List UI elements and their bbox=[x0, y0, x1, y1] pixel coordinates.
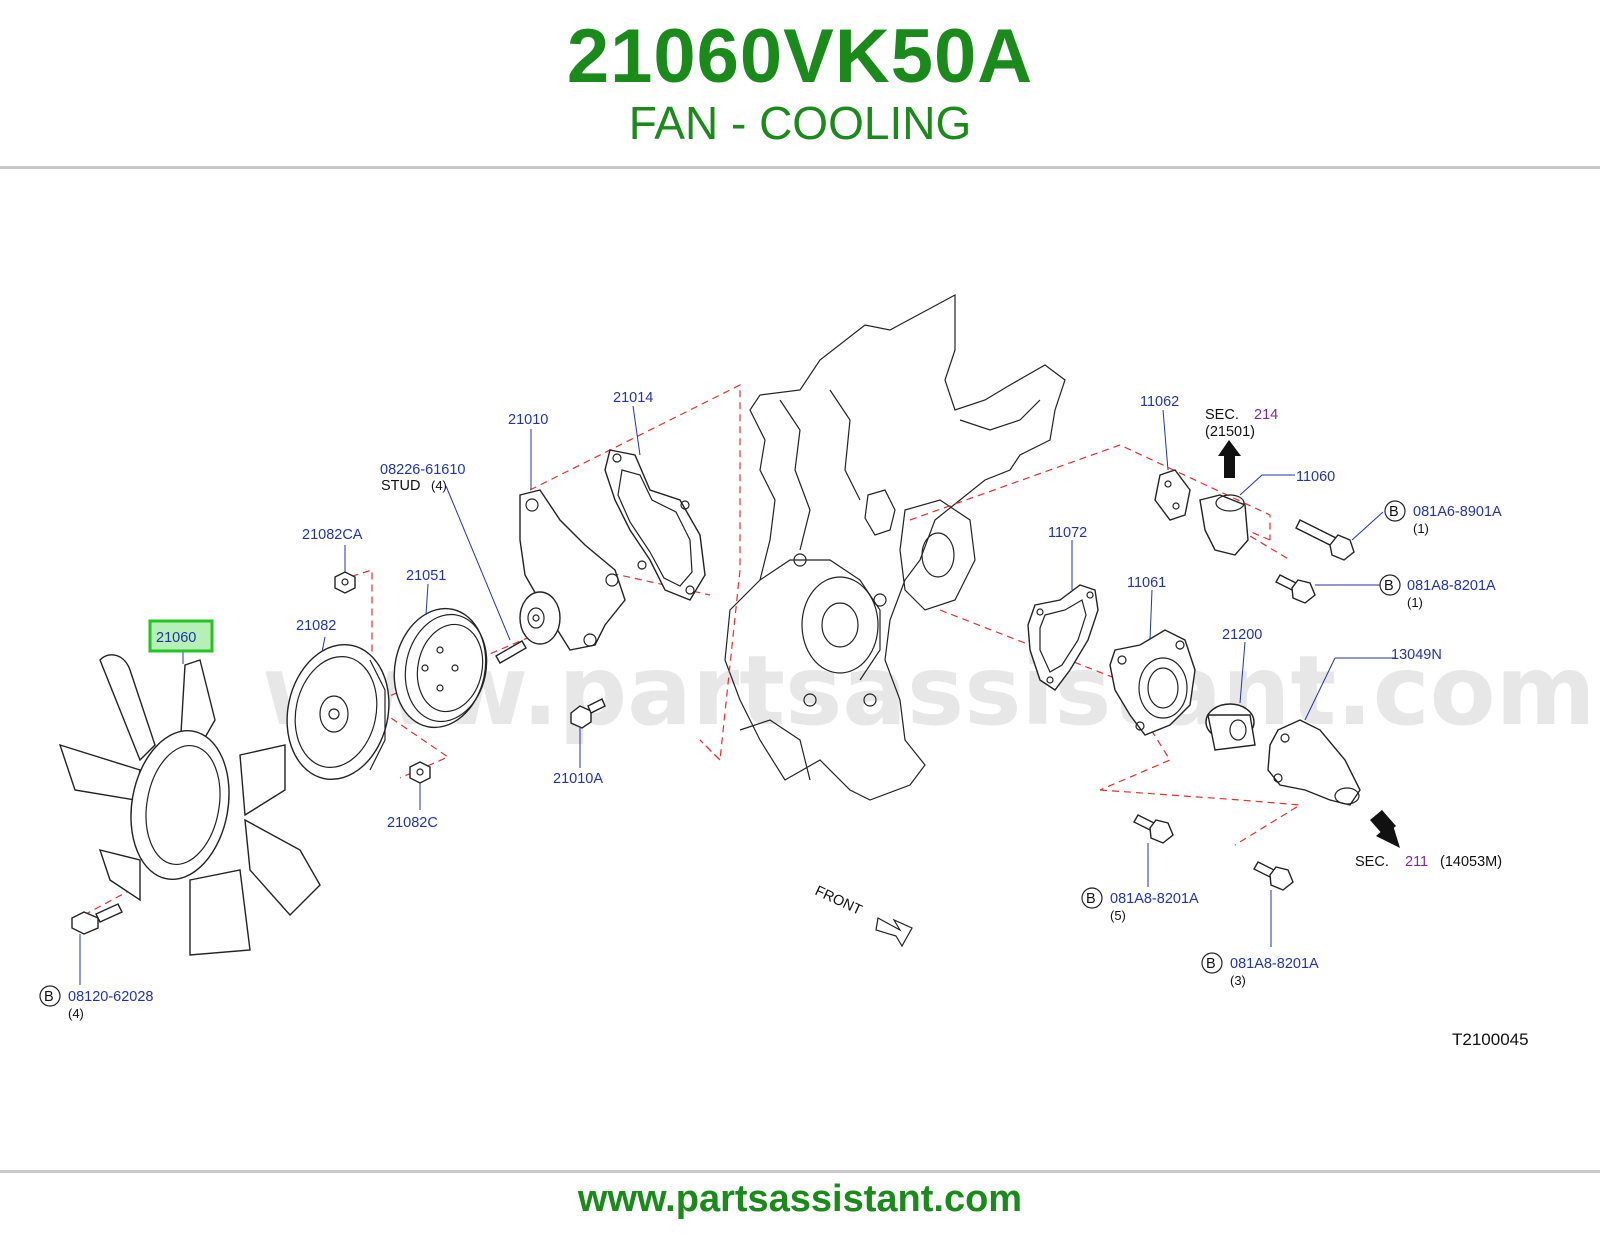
label-11072[interactable]: 11072 bbox=[1048, 525, 1087, 541]
label-21082CA[interactable]: 21082CA bbox=[302, 527, 363, 543]
water-pump-gasket bbox=[604, 449, 706, 601]
label-11060[interactable]: 11060 bbox=[1296, 469, 1335, 485]
bolt-b-circle-icon bbox=[39, 985, 61, 1007]
bolt-qty: (3) bbox=[1230, 973, 1246, 988]
bolt-qty: (5) bbox=[1110, 908, 1126, 923]
label-21200[interactable]: 21200 bbox=[1222, 627, 1262, 643]
label-21082C[interactable]: 21082C bbox=[387, 815, 438, 831]
front-label: FRONT bbox=[812, 883, 864, 919]
label-13049N[interactable]: 13049N bbox=[1391, 647, 1442, 663]
bolt-code[interactable]: 081A6-8901A bbox=[1413, 504, 1502, 520]
coupling-nut-top bbox=[334, 571, 356, 594]
bolt-letter: B bbox=[44, 989, 54, 1005]
label-sec-211-sub: (14053M) bbox=[1440, 854, 1502, 870]
bolt-b-circle-icon bbox=[1201, 952, 1223, 974]
thermostat-housing-gasket bbox=[1027, 584, 1099, 691]
stud bbox=[495, 640, 527, 664]
pump-bolt bbox=[570, 698, 606, 729]
bolt-qty: (1) bbox=[1413, 521, 1429, 536]
label-stud-qty: (4) bbox=[431, 478, 447, 493]
outlet-bolt-long bbox=[1295, 519, 1355, 561]
bolt-callout-081A6-8901A[interactable]: B 081A6-8901A (1) bbox=[1384, 500, 1502, 536]
bolt-qty: (4) bbox=[68, 1006, 84, 1021]
diagram-code: T2100045 bbox=[1452, 1030, 1529, 1049]
header-divider bbox=[0, 166, 1600, 169]
thermostat bbox=[1205, 703, 1256, 751]
bolt-letter: B bbox=[1086, 891, 1096, 907]
outlet-bolt-short bbox=[1275, 574, 1316, 604]
coupling-nut-bottom bbox=[409, 761, 431, 784]
label-21060[interactable]: 21060 bbox=[156, 630, 196, 646]
engine-block bbox=[724, 293, 1066, 801]
label-sec-214-sub: (21501) bbox=[1205, 424, 1255, 440]
bolt-code[interactable]: 081A8-8201A bbox=[1407, 578, 1496, 594]
bolt-b-circle-icon bbox=[1081, 887, 1103, 909]
label-21014[interactable]: 21014 bbox=[613, 390, 653, 406]
arrow-to-sec211 bbox=[1370, 810, 1400, 848]
front-arrow-icon bbox=[875, 917, 913, 948]
bolt-callout-081A8-8201A-5[interactable]: B 081A8-8201A (5) bbox=[1081, 887, 1199, 923]
bolt-letter: B bbox=[1384, 578, 1394, 594]
bolt-callout-081A8-8201A-3[interactable]: B 081A8-8201A (3) bbox=[1201, 952, 1319, 988]
part-name-subtitle: FAN - COOLING bbox=[628, 97, 972, 149]
fan-bolt bbox=[71, 903, 123, 935]
label-08226-61610[interactable]: 08226-61610 bbox=[380, 462, 465, 478]
water-outlet bbox=[1199, 494, 1249, 556]
bolt-code[interactable]: 081A8-8201A bbox=[1230, 956, 1319, 972]
label-stud: STUD bbox=[381, 478, 420, 494]
bolt-qty: (1) bbox=[1407, 595, 1423, 610]
bolt-code[interactable]: 081A8-8201A bbox=[1110, 891, 1199, 907]
label-21082[interactable]: 21082 bbox=[296, 618, 336, 634]
page-header: 21060VK50A FAN - COOLING bbox=[0, 0, 1600, 170]
water-pump bbox=[519, 489, 626, 651]
footer-url[interactable]: www.partsassistant.com bbox=[577, 1178, 1023, 1220]
leader-lines bbox=[79, 405, 1395, 985]
fan-blade-assembly bbox=[58, 654, 321, 956]
inlet-bolt-3 bbox=[1253, 861, 1294, 891]
arrow-up-to-sec214 bbox=[1218, 440, 1241, 478]
thermostat-housing bbox=[1109, 629, 1196, 736]
label-11061[interactable]: 11061 bbox=[1127, 575, 1166, 591]
bolt-callout-081A8-8201A-1[interactable]: B 081A8-8201A (1) bbox=[1379, 574, 1496, 610]
bolt-b-circle-icon bbox=[1384, 500, 1406, 522]
bolt-callout-08120-62028[interactable]: B 08120-62028 (4) bbox=[39, 985, 153, 1021]
bolt-letter: B bbox=[1389, 504, 1399, 520]
label-sec-bottom: SEC. bbox=[1355, 854, 1389, 870]
label-21051[interactable]: 21051 bbox=[406, 568, 446, 584]
label-sec-214[interactable]: 214 bbox=[1254, 407, 1278, 423]
bolt-b-circle-icon bbox=[1379, 574, 1401, 596]
footer-divider bbox=[0, 1170, 1600, 1173]
part-number-title: 21060VK50A bbox=[566, 14, 1034, 99]
bolt-letter: B bbox=[1206, 956, 1216, 972]
fan-coupling bbox=[286, 643, 390, 781]
label-sec-211[interactable]: 211 bbox=[1405, 854, 1428, 870]
bolt-code[interactable]: 08120-62028 bbox=[68, 989, 153, 1005]
label-21010[interactable]: 21010 bbox=[508, 412, 548, 428]
label-11062[interactable]: 11062 bbox=[1140, 394, 1179, 410]
highlight-box-21060 bbox=[148, 619, 214, 653]
water-inlet bbox=[1267, 719, 1361, 806]
label-sec-top: SEC. bbox=[1205, 407, 1239, 423]
label-21010A[interactable]: 21010A bbox=[553, 771, 603, 787]
pulley bbox=[393, 607, 488, 729]
housing-bolt-5 bbox=[1133, 814, 1174, 844]
outlet-gasket bbox=[1154, 469, 1191, 521]
